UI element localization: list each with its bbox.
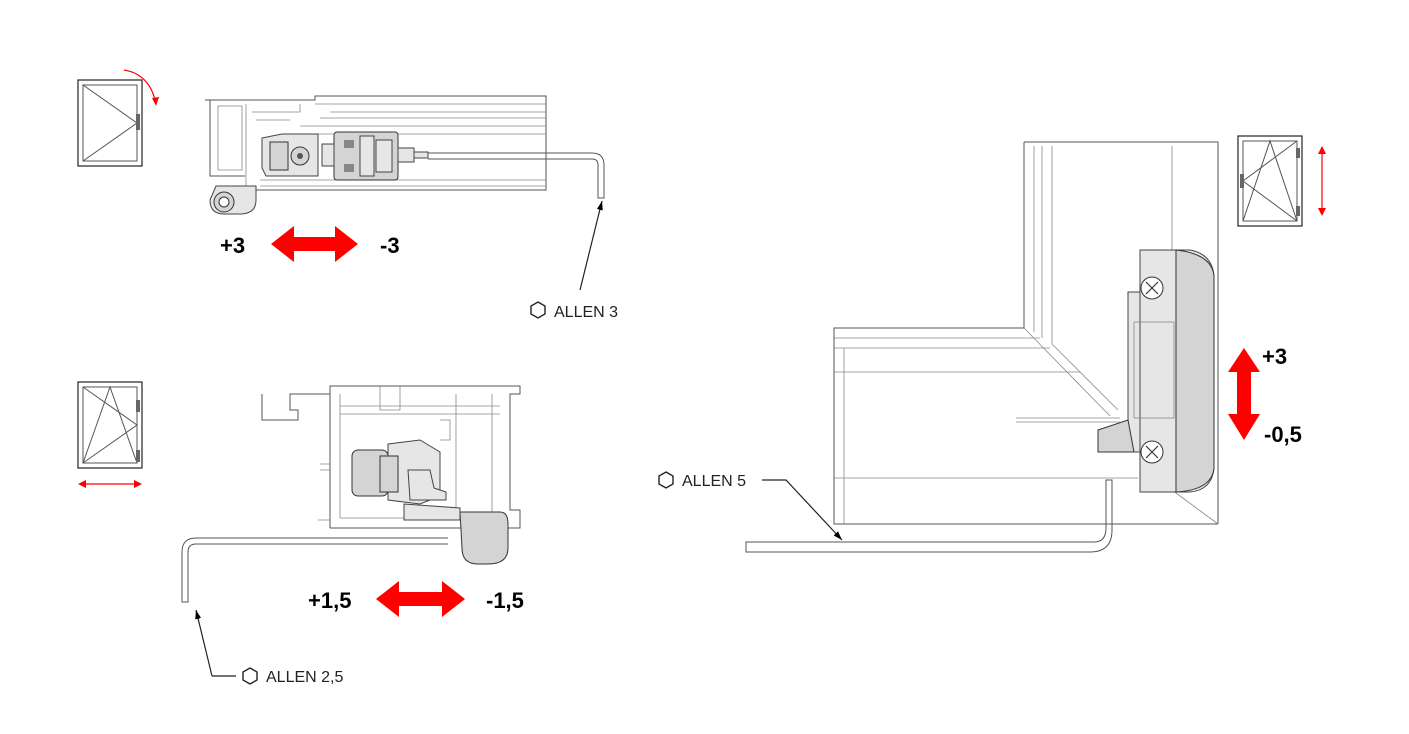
hinge-section-top [205,95,547,215]
allen-key-2-5 [181,537,448,603]
hexagon-icon [658,471,674,489]
adjust-plus-bottom: +1,5 [308,588,351,613]
horizontal-adjust-arrow-bottom [376,581,465,617]
hinge-corner-view [833,141,1219,525]
allen-key-5 [745,479,1113,553]
window-tilt-icon [77,69,159,167]
bottom-left-panel: ALLEN 2,5 +1,5 -1,5 [77,381,524,686]
tool-label-right: ALLEN 5 [682,473,746,490]
adjust-minus-right: -0,5 [1264,422,1302,447]
tool-label-top: ALLEN 3 [554,304,618,321]
adjust-plus-right: +3 [1262,344,1287,369]
adjust-minus-top: -3 [380,233,400,258]
leader-line-right [762,479,843,541]
window-tilt-turn-icon [1237,135,1326,227]
hinge-section-bottom [261,385,521,565]
adjust-plus-top: +3 [220,233,245,258]
leader-line-bottom [195,609,213,677]
top-left-panel: ALLEN 3 +3 -3 [77,69,618,321]
window-tilt-turn-icon [77,381,143,488]
adjust-minus-bottom: -1,5 [486,588,524,613]
right-panel: ALLEN 5 +3 -0,5 [658,135,1326,553]
hexagon-icon [242,667,258,685]
horizontal-adjust-arrow-top [271,226,358,262]
tool-label-bottom: ALLEN 2,5 [266,669,343,686]
hexagon-icon [530,301,546,319]
vertical-adjust-arrow-right [1228,348,1260,440]
allen-key-3 [428,152,605,199]
leader-line-top [579,200,603,291]
